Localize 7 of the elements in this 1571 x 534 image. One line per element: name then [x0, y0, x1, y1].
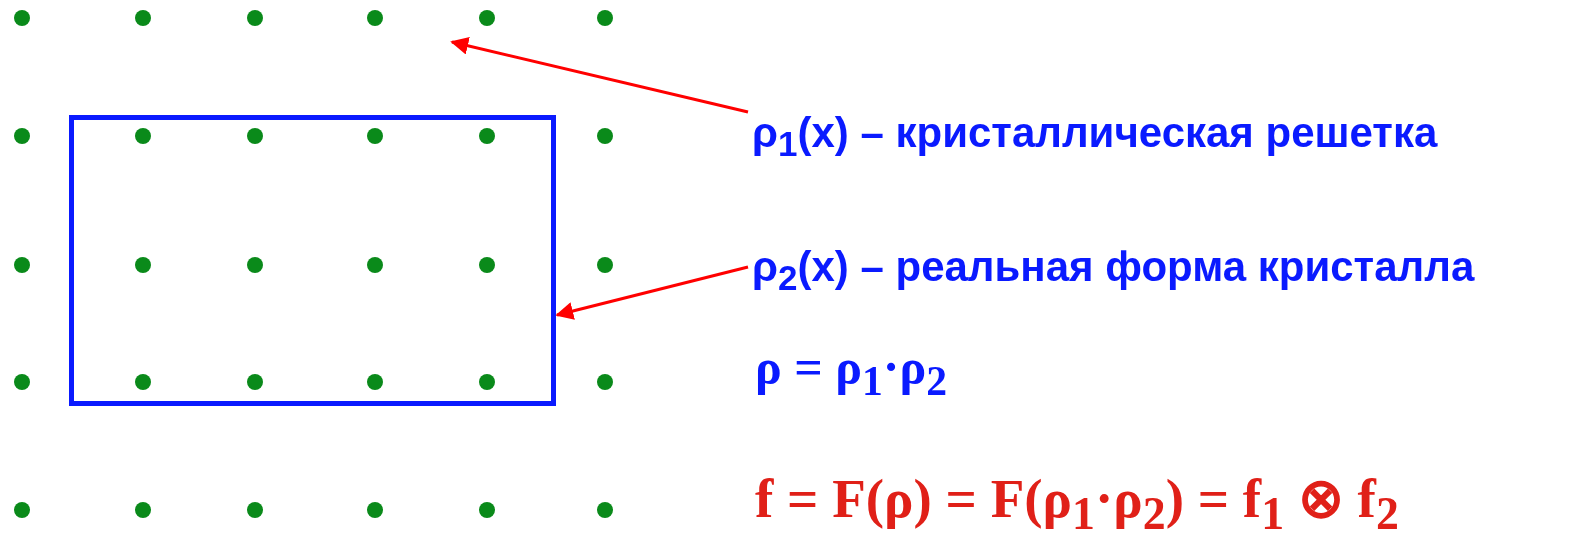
leader-arrow: [450, 36, 749, 114]
annotation-text: ρ$_{1}$(x) – кристаллическая решетка: [752, 110, 1438, 166]
crystal-shape-rectangle: [69, 115, 556, 406]
formula-text: f = F(ρ) = F(ρ$_{1}$·ρ$_{2}$) = f$_{1}$ ⊗ f$_{2}$: [755, 467, 1399, 534]
annotation-text: ρ$_{2}$(x) – реальная форма кристалла: [752, 244, 1475, 300]
formula-text: ρ = ρ$_{1}$·ρ$_{2}$: [755, 338, 948, 405]
leader-arrow: [555, 265, 749, 320]
